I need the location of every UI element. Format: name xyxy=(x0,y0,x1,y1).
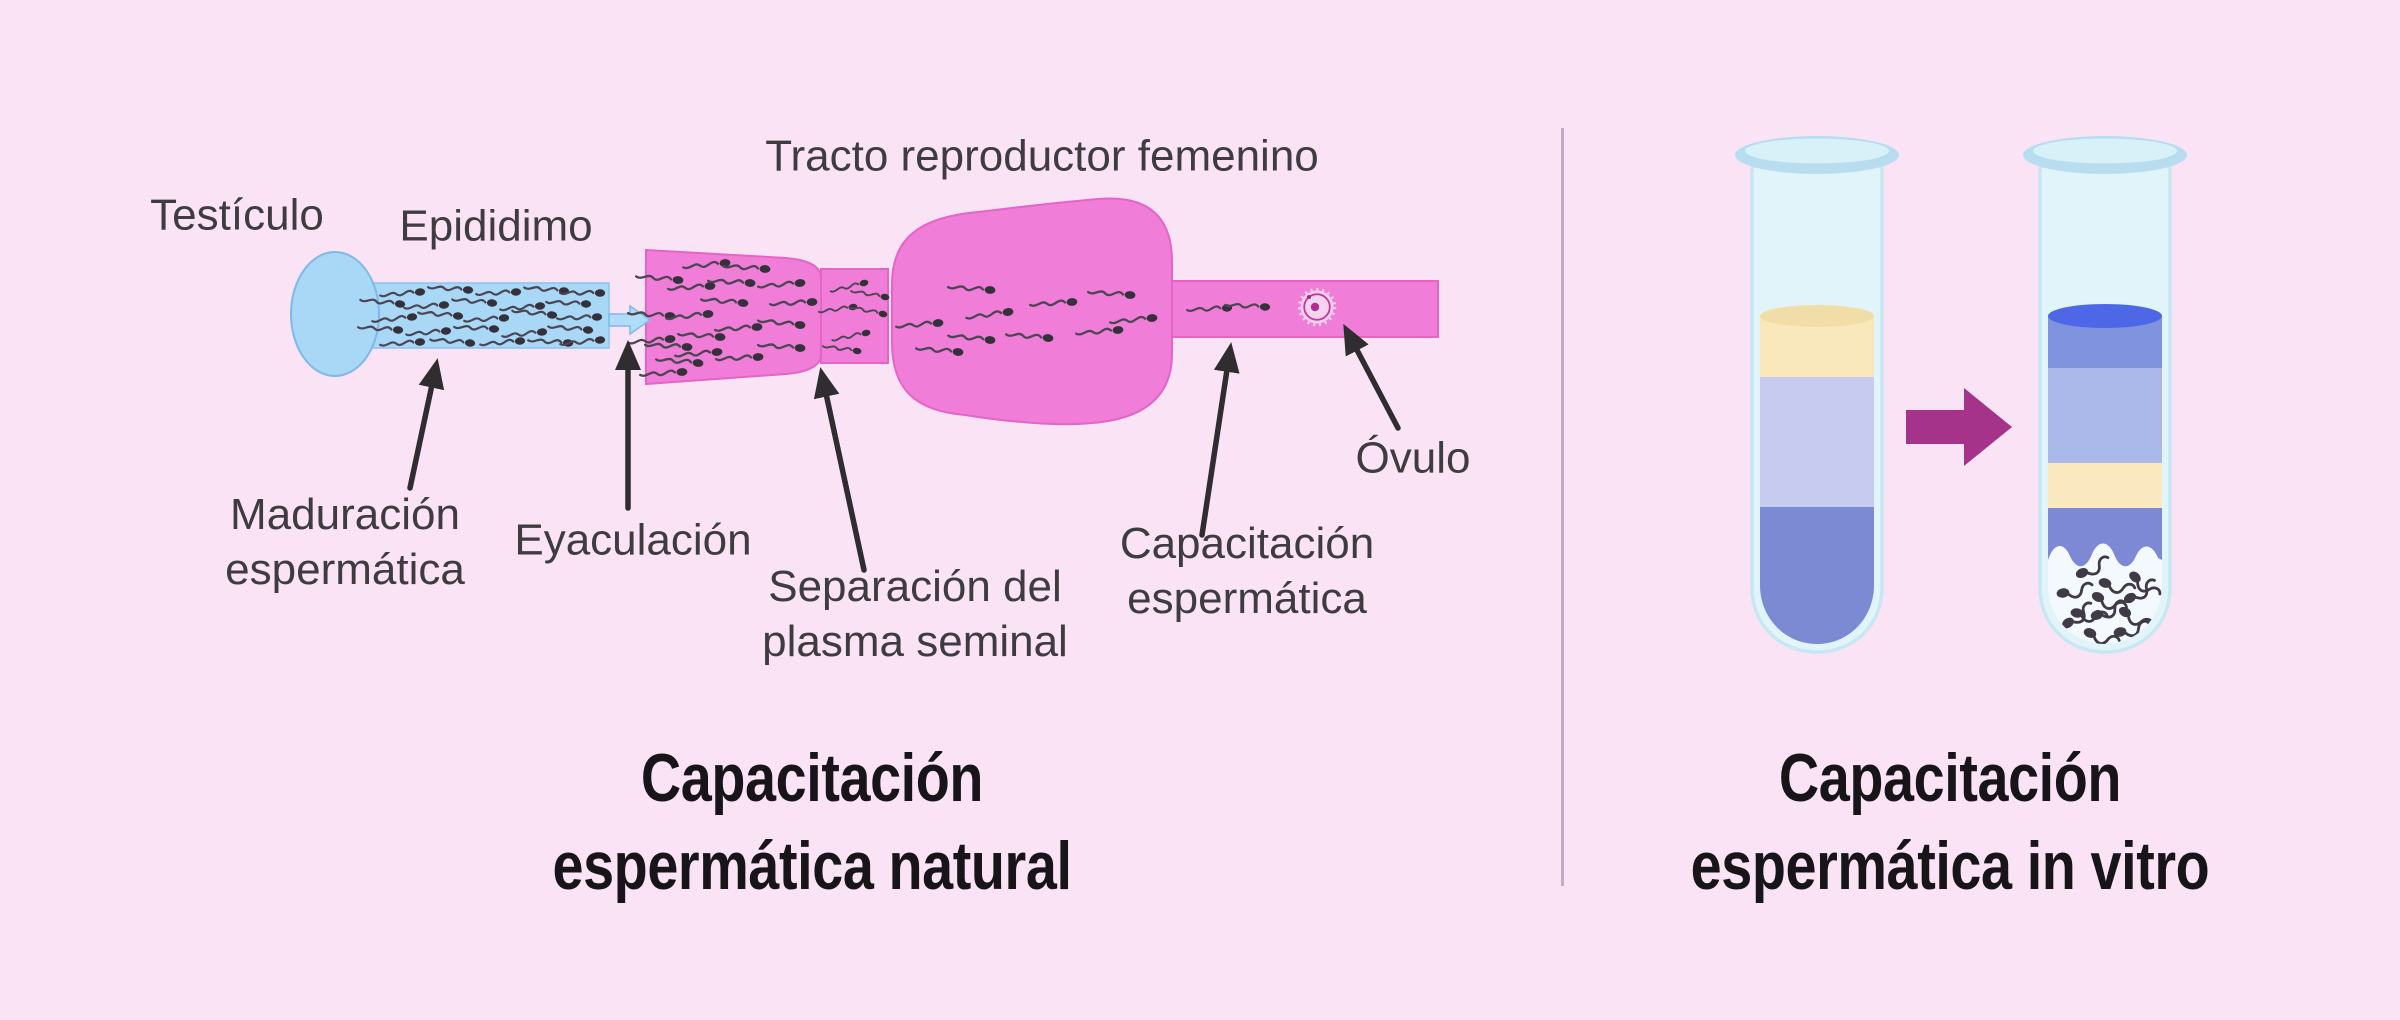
cream-band-layer xyxy=(2048,463,2162,508)
lavender-layer xyxy=(1760,377,1874,507)
label-capacitacion-espermatica: Capacitación espermática xyxy=(1120,516,1374,626)
title-line: Capacitación xyxy=(640,740,984,816)
label-tracto-reproductor: Tracto reproductor femenino xyxy=(765,131,1319,181)
section-divider xyxy=(1561,128,1564,886)
maduracion-pointer-arrow xyxy=(407,358,445,491)
label-separacion-plasma: Separación del plasma seminal xyxy=(762,559,1068,669)
label-epididimo: Epididimo xyxy=(399,201,593,251)
title-line: Capacitación xyxy=(1778,740,2122,816)
label-line: plasma seminal xyxy=(762,617,1068,666)
title-natural: Capacitación espermática natural xyxy=(552,734,1071,910)
title-line: espermática natural xyxy=(552,828,1072,904)
label-line: espermática xyxy=(225,545,465,594)
label-line: Maduración xyxy=(230,490,460,539)
royal-blue-surface xyxy=(2048,304,2162,328)
label-maduracion-espermatica: Maduración espermática xyxy=(225,487,465,597)
periwinkle-layer xyxy=(1760,507,1874,644)
tube-rim-top xyxy=(2033,138,2177,164)
test-tube-after xyxy=(2023,136,2187,654)
invitro-capacitation-diagram xyxy=(1735,136,2187,654)
separacion-pointer-arrow xyxy=(813,367,867,573)
label-line: espermática xyxy=(1127,574,1367,623)
tube-rim-top xyxy=(1745,138,1889,164)
vagina-shape xyxy=(645,248,822,386)
testicle-shape xyxy=(290,251,380,377)
label-line: Capacitación xyxy=(1119,519,1375,568)
ovum-icon xyxy=(1297,287,1337,327)
title-invitro: Capacitación espermática in vitro xyxy=(1691,734,2210,910)
cream-layer-surface xyxy=(1760,305,1874,327)
capacitacion-pointer-arrow xyxy=(1199,342,1240,538)
label-ovulo: Óvulo xyxy=(1355,433,1471,483)
ovulo-pointer-arrow xyxy=(1343,323,1401,431)
test-tube-before xyxy=(1735,136,1899,654)
title-line: espermática in vitro xyxy=(1690,828,2210,904)
label-eyaculacion: Eyaculación xyxy=(514,515,752,565)
label-line: Separación del xyxy=(768,562,1062,611)
transfer-arrow-icon xyxy=(1906,388,2012,466)
ejaculation-arrow-icon xyxy=(608,304,652,336)
light-periwinkle-layer xyxy=(2048,368,2162,463)
uterus-shape xyxy=(891,197,1173,426)
natural-capacitation-diagram xyxy=(290,197,1439,573)
label-testiculo: Testículo xyxy=(150,190,324,240)
